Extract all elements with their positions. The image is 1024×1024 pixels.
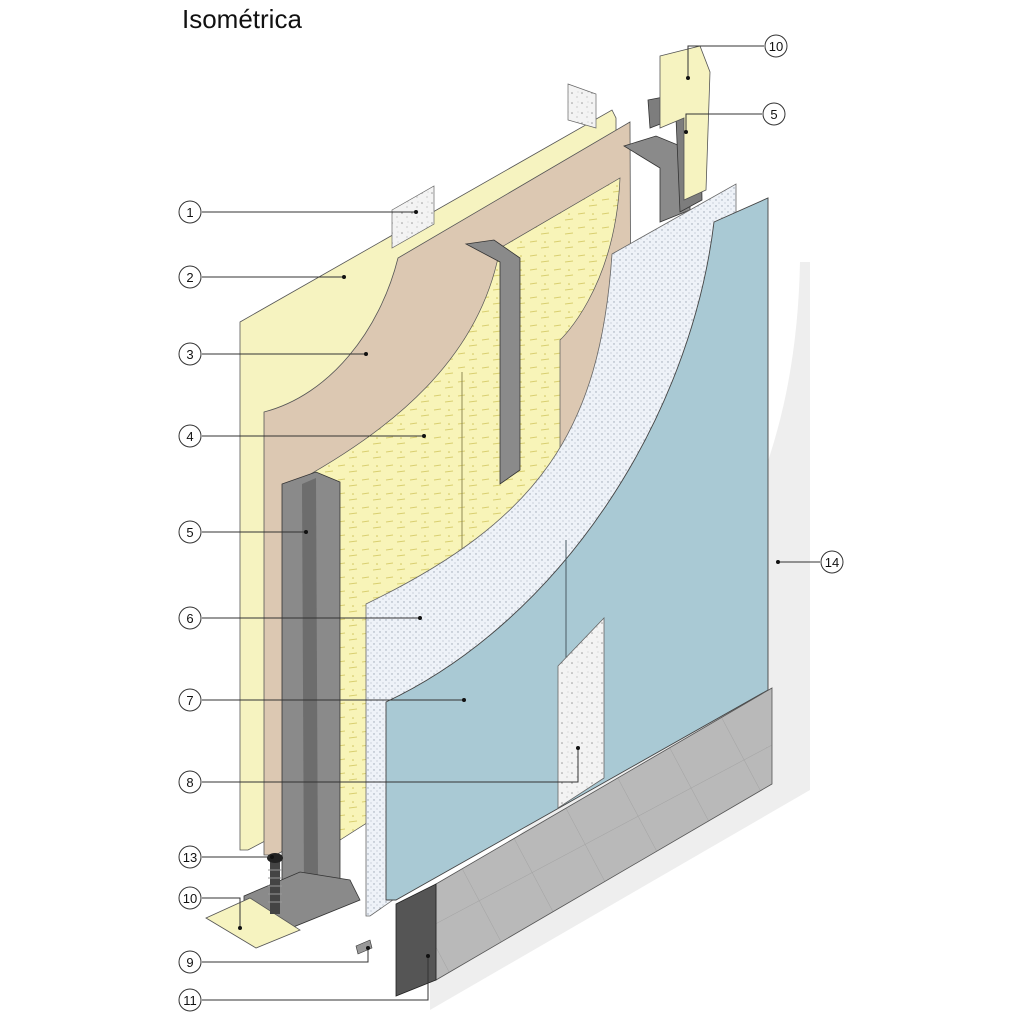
callout-label: 1 (186, 205, 193, 220)
callout-label: 13 (183, 850, 197, 865)
callout-7: 7 (178, 688, 202, 712)
callout-label: 5 (186, 525, 193, 540)
callout-10-bottom: 10 (178, 886, 202, 910)
callout-label: 11 (183, 993, 197, 1008)
plaster-patch (557, 617, 605, 809)
callout-label: 6 (186, 611, 193, 626)
callout-4: 4 (178, 424, 202, 448)
callout-6: 6 (178, 606, 202, 630)
diagram-title: Isométrica (182, 4, 302, 34)
callout-1: 1 (178, 200, 202, 224)
callout-10-top: 10 (764, 34, 788, 58)
callout-label: 7 (186, 693, 193, 708)
callout-label: 3 (186, 347, 193, 362)
callout-5-left: 5 (178, 520, 202, 544)
callout-8: 8 (178, 770, 202, 794)
callout-2: 2 (178, 265, 202, 289)
blue-board (385, 197, 769, 901)
edge-trim (355, 939, 373, 955)
callout-label: 14 (825, 555, 839, 570)
callout-label: 8 (186, 775, 193, 790)
steel-stud-front-flange (302, 478, 318, 890)
callout-3: 3 (178, 342, 202, 366)
callout-9: 9 (178, 950, 202, 974)
callout-label: 9 (186, 955, 193, 970)
callout-label: 4 (186, 429, 193, 444)
callout-label: 10 (769, 39, 783, 54)
leader-dots (238, 76, 780, 958)
callout-label: 2 (186, 270, 193, 285)
callouts: 1 2 3 4 5 6 7 8 13 10 9 11 10 5 14 (178, 34, 844, 1012)
finish-layer (430, 262, 810, 1010)
steel-stud-middle (464, 239, 521, 485)
callout-13: 13 (178, 845, 202, 869)
board-strip-top (659, 45, 711, 201)
callout-11: 11 (178, 988, 202, 1012)
callout-14: 14 (820, 550, 844, 574)
callout-5-top: 5 (762, 102, 786, 126)
board-strip-bottom (205, 897, 301, 949)
bracket-top-right (567, 83, 597, 129)
leader-lines (202, 45, 820, 1001)
callout-label: 10 (183, 891, 197, 906)
bracket-top-left (391, 185, 435, 249)
dark-tile (395, 883, 437, 997)
callout-label: 5 (770, 107, 777, 122)
